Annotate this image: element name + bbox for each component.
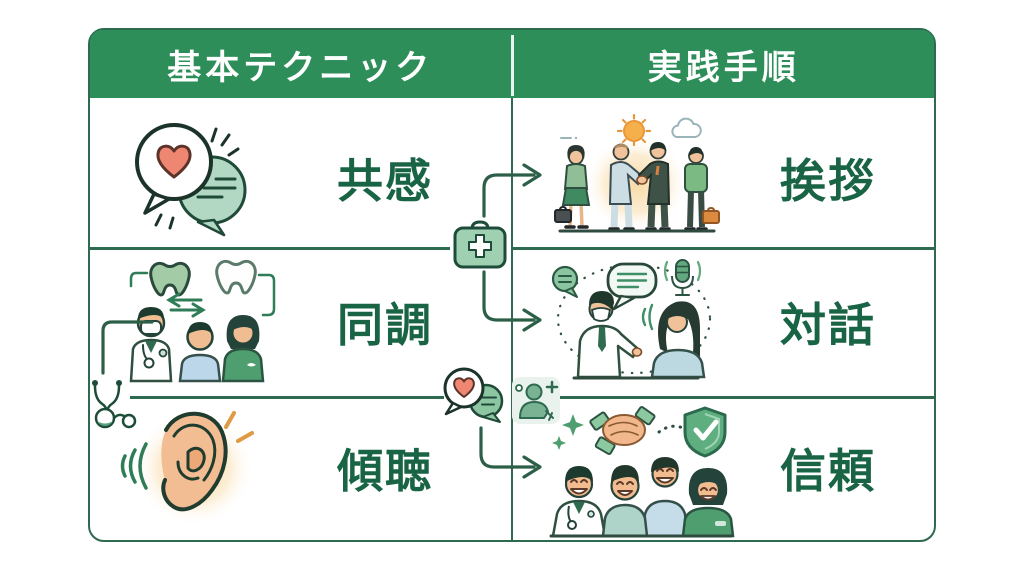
- label-greeting: 挨拶: [780, 155, 876, 207]
- shield-check-icon: [683, 406, 727, 458]
- sun-icon: [616, 114, 652, 147]
- team-member-figure: [641, 457, 689, 538]
- add-person-icon: [512, 377, 560, 424]
- tooth-icon: [149, 261, 191, 297]
- label-listening: 傾聴: [337, 445, 433, 497]
- team-member-figure: [601, 465, 649, 538]
- row-divider-2-left: [130, 396, 444, 399]
- microphone-icon: [663, 259, 702, 296]
- row-divider-1-right: [511, 247, 934, 250]
- table-header: 基本テクニック 実践手順: [90, 30, 934, 98]
- label-trust: 信頼: [780, 445, 876, 497]
- sparkle-icon: [552, 414, 584, 450]
- header-cell-practice-steps: 実践手順: [647, 48, 800, 87]
- header-divider: [510, 35, 514, 96]
- listening-ear-icon: [120, 410, 254, 526]
- stacked-hands-icon: [589, 406, 656, 455]
- chat-bubble-icon: [606, 262, 658, 311]
- exchange-arrows-icon: [166, 292, 206, 318]
- nurse-figure: [221, 315, 265, 383]
- doctor-patient-dialogue-icon: [551, 259, 712, 380]
- emphasis-marks-icon: [224, 411, 254, 443]
- doctor-figure: [129, 307, 173, 383]
- header-cell-basic-techniques: 基本テクニック: [167, 48, 434, 87]
- business-greeting-handshake-icon: [554, 114, 720, 233]
- label-tuning: 同調: [337, 299, 433, 351]
- cloud-icon: [671, 117, 702, 138]
- sound-waves-icon: [120, 442, 148, 490]
- label-empathy: 共感: [337, 155, 433, 207]
- businessman-darksuit-figure: [636, 142, 671, 231]
- stethoscope-icon: [92, 380, 137, 429]
- row-divider-2-right: [558, 396, 934, 399]
- first-aid-kit-icon: [453, 220, 507, 269]
- tooth-icon: [215, 259, 257, 295]
- label-dialogue: 対話: [780, 299, 876, 351]
- chat-bubble-icon: [551, 265, 579, 298]
- column-divider: [510, 98, 514, 540]
- nurse-figure: [681, 468, 735, 538]
- businessman-green-figure: [684, 147, 720, 231]
- heart-speech-bubbles-icon: [135, 123, 247, 237]
- doctor-figure: [551, 466, 607, 538]
- businessman-lightsuit-figure: [608, 143, 644, 231]
- heart-chat-bubbles-icon: [443, 367, 504, 423]
- care-team-trust-shield-icon: [549, 406, 735, 538]
- patient-figure: [650, 301, 706, 379]
- businesswoman-figure: [554, 145, 591, 229]
- row-divider-1-left: [90, 247, 450, 250]
- child-figure: [178, 322, 222, 383]
- doctor-figure: [576, 291, 643, 379]
- dental-team-sync-icon: [129, 259, 276, 383]
